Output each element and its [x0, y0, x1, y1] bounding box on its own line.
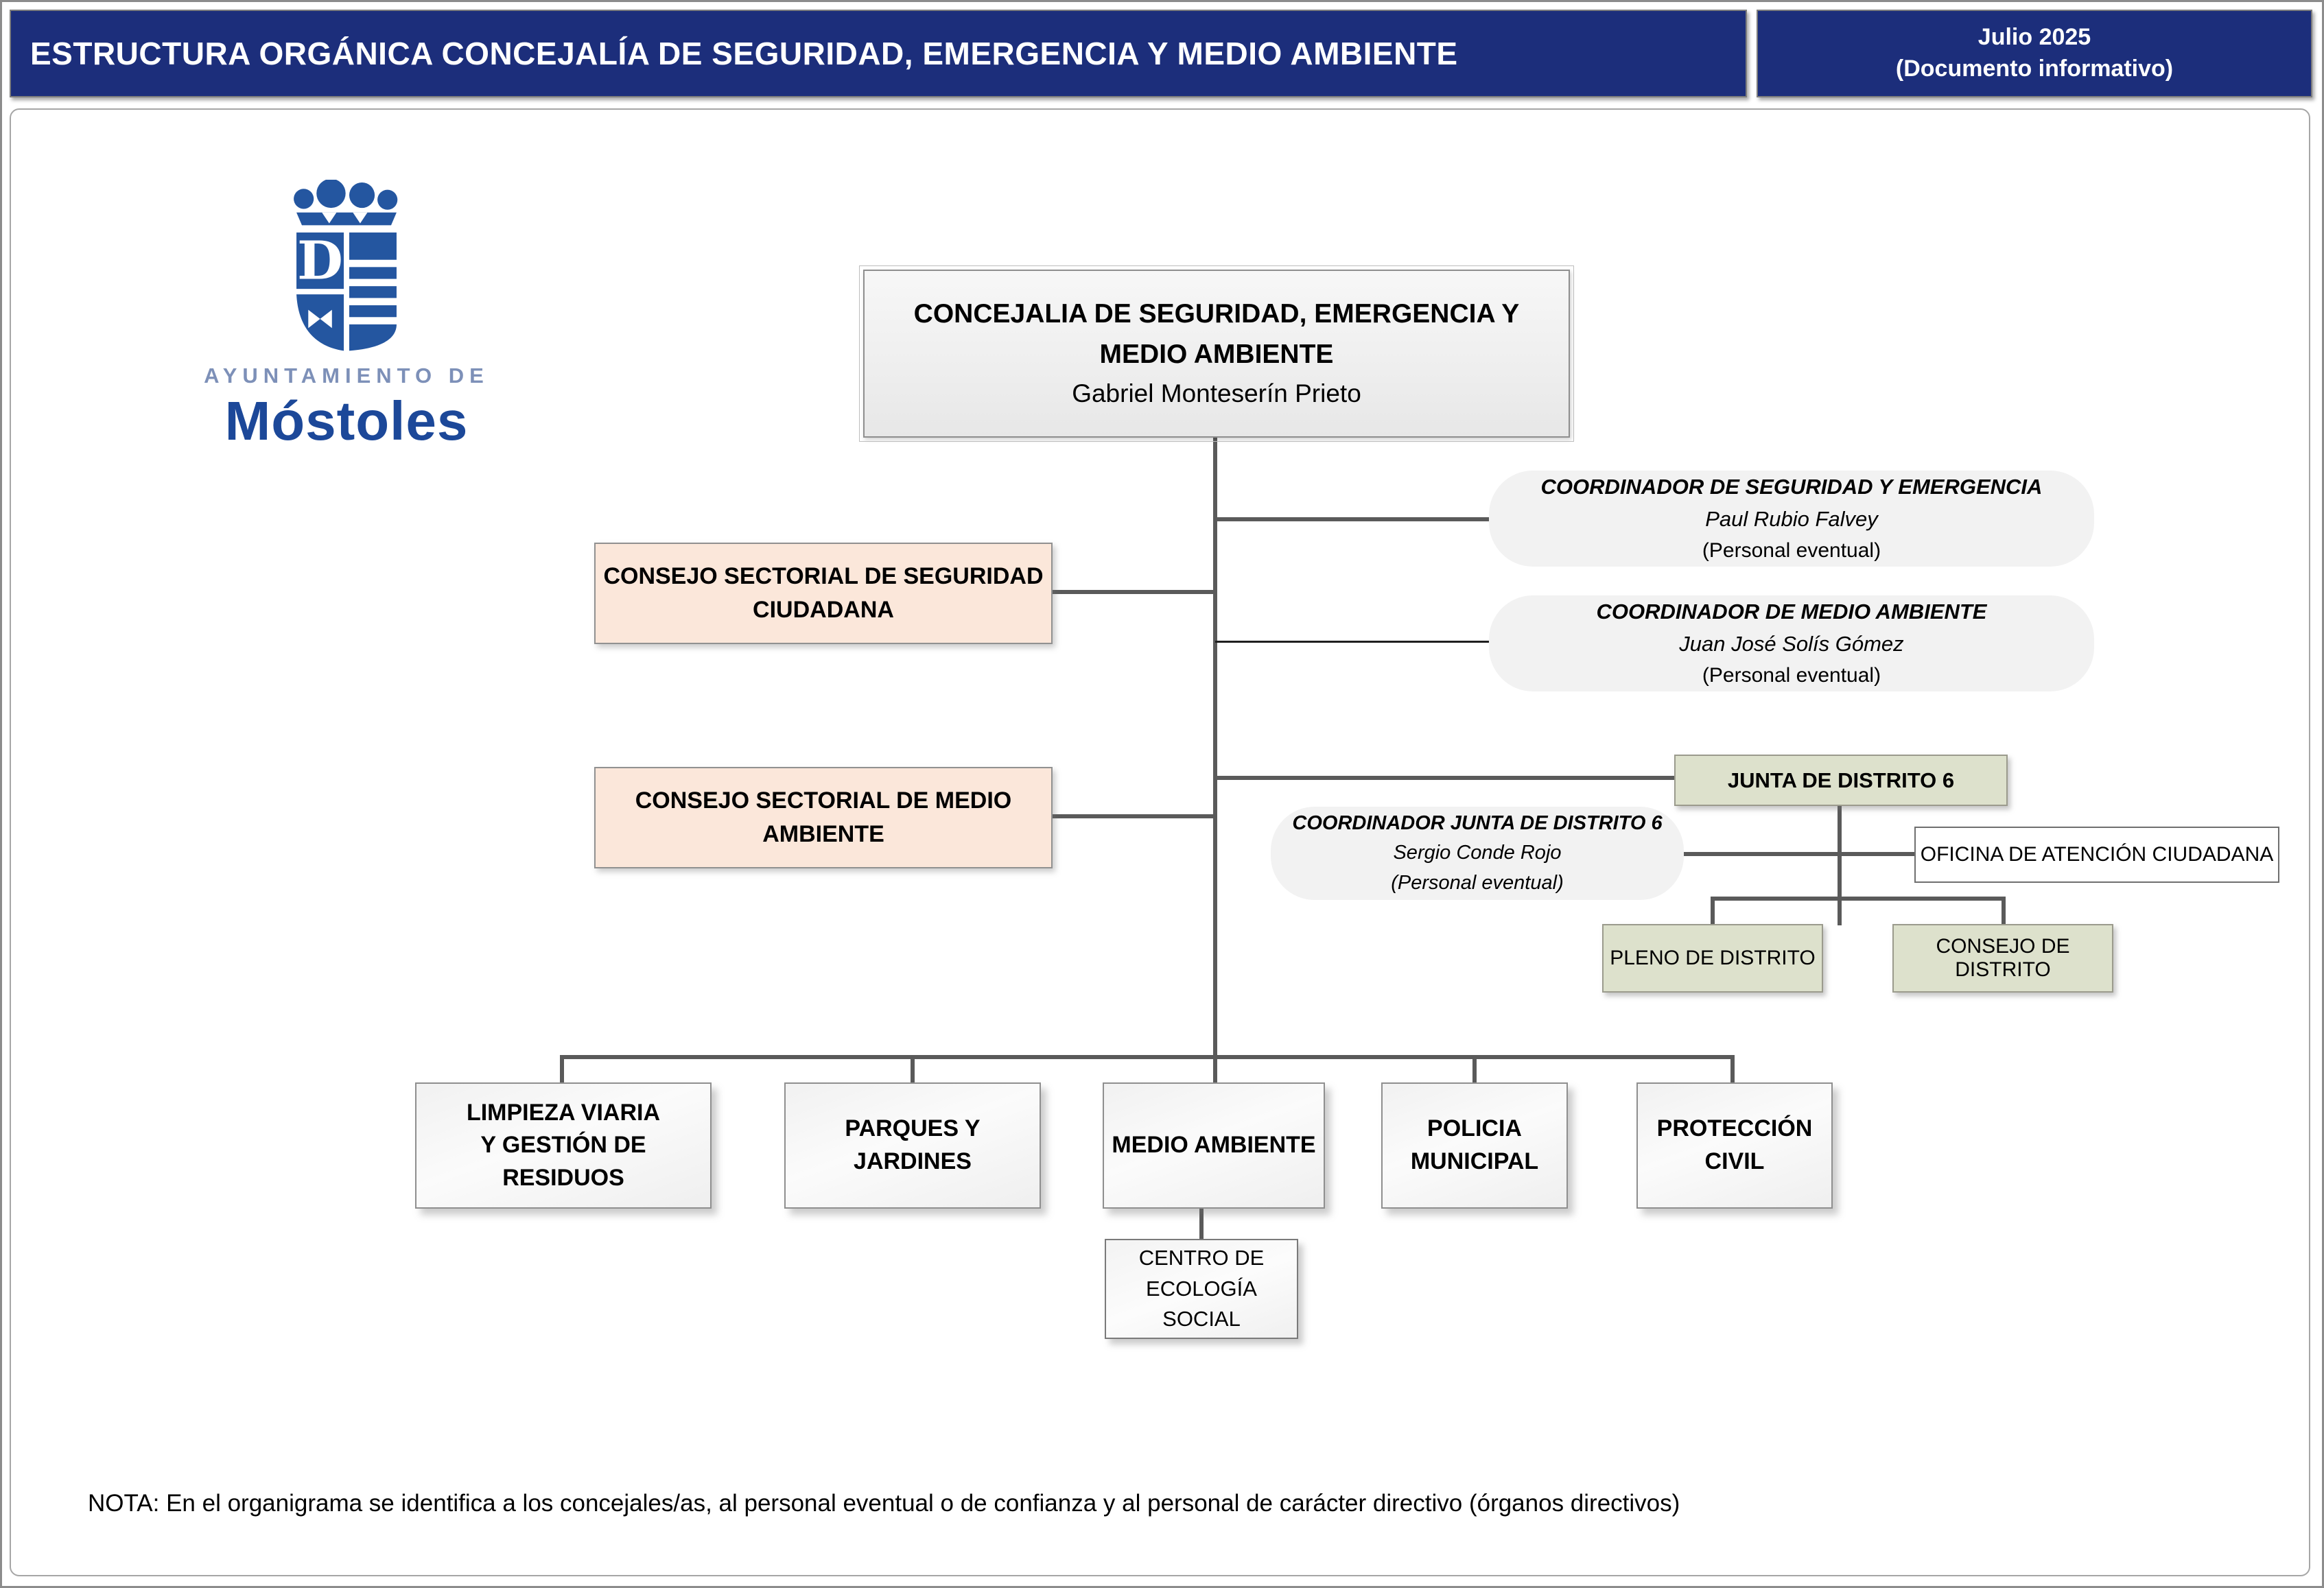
header-period-note: (Documento informativo) [1895, 56, 2174, 82]
mostoles-logo: D AYUNTAMIENTO DE Móstoles [185, 180, 508, 453]
org-box-parques: PARQUES Y JARDINES [784, 1082, 1041, 1209]
limpieza-line2: Y GESTIÓN DE RESIDUOS [480, 1132, 646, 1191]
coordinador-seguridad-note: (Personal eventual) [1702, 539, 1881, 562]
connector-parques-stub [911, 1055, 915, 1084]
consejo-distrito-label: CONSEJO DE DISTRITO [1936, 935, 2070, 981]
org-box-consejo-seguridad: CONSEJO SECTORIAL DE SEGURIDAD CIUDADANA [594, 543, 1053, 644]
consejo-medioambiente-line2: AMBIENTE [762, 821, 884, 847]
oficina-atencion-label: OFICINA DE ATENCIÓN CIUDADANA [1920, 843, 2274, 866]
pleno-distrito-label: PLENO DE DISTRITO [1610, 947, 1816, 969]
limpieza-line1: LIMPIEZA VIARIA [466, 1099, 661, 1126]
connector-departments-spine [560, 1055, 1735, 1059]
coordinador-junta-person: Sergio Conde Rojo [1393, 842, 1562, 864]
consejo-seguridad-line1: CONSEJO SECTORIAL DE SEGURIDAD [603, 562, 1044, 589]
org-box-limpieza: LIMPIEZA VIARIA Y GESTIÓN DE RESIDUOS [415, 1082, 712, 1209]
org-box-pleno-distrito: PLENO DE DISTRITO [1602, 924, 1823, 993]
policia-line1: POLICIA [1427, 1115, 1522, 1142]
connector-centro-stub [1199, 1209, 1204, 1240]
concejalia-title-line2: MEDIO AMBIENTE [1099, 339, 1334, 369]
mostoles-crest-icon: D [294, 180, 398, 351]
org-box-policia: POLICIA MUNICIPAL [1381, 1082, 1568, 1209]
coordinador-medioambiente-note: (Personal eventual) [1702, 664, 1881, 687]
connector-policia-stub [1472, 1055, 1477, 1084]
proteccion-line1: PROTECCIÓN [1656, 1115, 1813, 1142]
coordinador-seguridad-title: COORDINADOR DE SEGURIDAD Y EMERGENCIA [1540, 475, 2043, 499]
org-box-coordinador-junta: COORDINADOR JUNTA DE DISTRITO 6 Sergio C… [1271, 807, 1684, 900]
connector-coordinator-medioambiente [1215, 641, 1490, 643]
centro-line1: CENTRO DE [1138, 1245, 1265, 1270]
logo-institution-label: AYUNTAMIENTO DE [204, 364, 489, 388]
org-box-consejo-medioambiente: CONSEJO SECTORIAL DE MEDIO AMBIENTE [594, 767, 1053, 868]
connector-pleno-stub [1711, 897, 1715, 925]
junta-distrito-label: JUNTA DE DISTRITO 6 [1727, 768, 1955, 792]
org-box-centro-ecologia: CENTRO DE ECOLOGÍA SOCIAL [1105, 1239, 1298, 1339]
connector-junta-vertical [1838, 806, 1842, 925]
org-box-consejo-distrito: CONSEJO DE DISTRITO [1892, 924, 2113, 993]
org-box-junta-distrito: JUNTA DE DISTRITO 6 [1674, 755, 2008, 806]
coordinador-medioambiente-person: Juan José Solís Gómez [1679, 631, 1904, 656]
consejo-medioambiente-line1: CONSEJO SECTORIAL DE MEDIO [635, 787, 1012, 814]
centro-line2: ECOLOGÍA SOCIAL [1146, 1276, 1257, 1331]
medio-ambiente-line1: MEDIO AMBIENTE [1112, 1132, 1316, 1159]
org-box-coordinador-medioambiente: COORDINADOR DE MEDIO AMBIENTE Juan José … [1489, 595, 2094, 691]
connector-coordinator-seguridad [1215, 517, 1490, 521]
parques-line1: PARQUES Y JARDINES [845, 1115, 981, 1174]
logo-city-label: Móstoles [224, 390, 469, 451]
proteccion-line2: CIVIL [1704, 1148, 1765, 1174]
org-box-concejalia: CONCEJALIA DE SEGURIDAD, EMERGENCIA Y ME… [859, 265, 1574, 442]
footer-note: NOTA: En el organigrama se identifica a … [88, 1490, 1680, 1517]
coordinador-medioambiente-title: COORDINADOR DE MEDIO AMBIENTE [1596, 600, 1987, 624]
coordinador-junta-note: (Personal eventual) [1391, 871, 1564, 894]
connector-junta-distrito [1215, 776, 1675, 780]
coordinador-seguridad-person: Paul Rubio Falvey [1705, 506, 1878, 531]
connector-root-vertical [1213, 438, 1217, 1082]
header-period: Julio 2025 [1977, 24, 2091, 51]
consejo-seguridad-line2: CIUDADANA [753, 597, 894, 623]
concejalia-title-line1: CONCEJALIA DE SEGURIDAD, EMERGENCIA Y [913, 299, 1520, 329]
connector-distrito-horizontal [1711, 897, 2006, 901]
org-box-proteccion-civil: PROTECCIÓN CIVIL [1636, 1082, 1833, 1209]
connector-consejo-distrito-stub [2002, 897, 2006, 925]
header-title-bar: ESTRUCTURA ORGÁNICA CONCEJALÍA DE SEGURI… [10, 10, 1747, 97]
connector-consejo-seguridad [1053, 590, 1217, 594]
concejalia-person: Gabriel Monteserín Prieto [1072, 379, 1361, 408]
header-date-bar: Julio 2025 (Documento informativo) [1757, 10, 2312, 97]
connector-consejo-medioambiente [1053, 814, 1217, 818]
page-title: ESTRUCTURA ORGÁNICA CONCEJALÍA DE SEGURI… [30, 36, 1458, 71]
connector-proteccion-stub [1730, 1055, 1735, 1084]
policia-line2: MUNICIPAL [1410, 1148, 1539, 1174]
connector-limpieza-stub [560, 1055, 564, 1084]
org-box-medio-ambiente: MEDIO AMBIENTE [1103, 1082, 1325, 1209]
org-box-oficina-atencion: OFICINA DE ATENCIÓN CIUDADANA [1914, 827, 2279, 883]
svg-text:D: D [297, 230, 343, 292]
org-box-coordinador-seguridad: COORDINADOR DE SEGURIDAD Y EMERGENCIA Pa… [1489, 471, 2094, 567]
connector-oficina [1682, 852, 1914, 856]
coordinador-junta-title: COORDINADOR JUNTA DE DISTRITO 6 [1292, 811, 1663, 834]
